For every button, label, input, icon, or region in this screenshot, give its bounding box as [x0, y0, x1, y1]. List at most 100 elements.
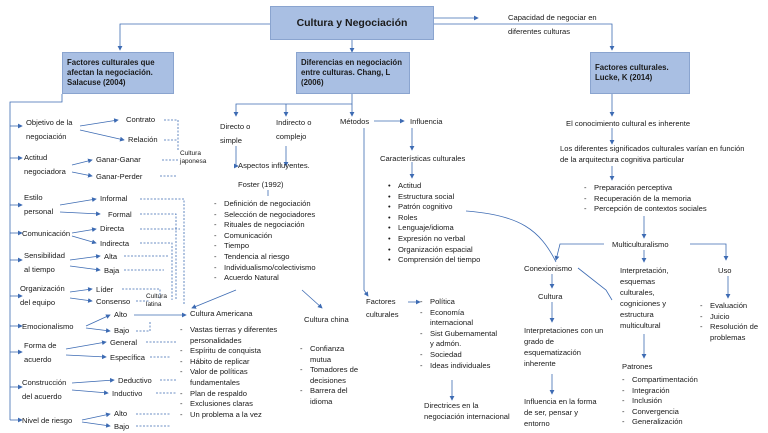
option-emo-bajo: Bajo: [114, 326, 130, 335]
americana-list: Vastas tierras y diferentes personalidad…: [180, 325, 290, 420]
uso-list: Evaluación Juicio Resolución de problema…: [700, 301, 760, 343]
caract-item: Patrón cognitivo: [388, 202, 480, 213]
patron-item: Convergencia: [622, 407, 698, 418]
china-item: Tomadores de decisiones: [300, 365, 360, 386]
option-ganar-ganar: Ganar-Ganar: [96, 155, 141, 164]
influencia-forma: Influencia en la forma de ser, pensar y …: [524, 397, 597, 428]
option-formal: Formal: [108, 210, 132, 219]
caract-item: Expresión no verbal: [388, 234, 480, 245]
caract-item: Roles: [388, 213, 480, 224]
patrones: Patrones: [622, 362, 653, 371]
prep-item: Preparación perceptiva: [584, 183, 707, 194]
main-title: Cultura y Negociación: [270, 6, 434, 40]
option-contrato: Contrato: [126, 115, 156, 124]
factores-list: Política Economía internacional Sist Gub…: [420, 297, 502, 371]
directrices: Directrices en la negociación internacio…: [424, 401, 510, 421]
foster-item: Rituales de negociación: [214, 220, 316, 231]
significados-culturales: Los diferentes significados culturales v…: [560, 144, 745, 164]
cultura-china-label: Cultura china: [304, 315, 349, 324]
factor-forma-acuerdo: Forma de acuerdo: [24, 341, 57, 364]
option-deductivo: Deductivo: [118, 376, 152, 385]
foster-item: Definición de negociación: [214, 199, 316, 210]
patron-item: Integración: [622, 386, 698, 397]
factor-actitud: Actitud negociadora: [24, 153, 66, 176]
option-especifica: Específica: [110, 353, 146, 362]
interpretaciones-esquematizacion: Interpretaciones con un grado de esquema…: [524, 326, 604, 368]
factor-sensibilidad: Sensibilidad al tiempo: [24, 251, 65, 274]
americana-item: Valor de políticas fundamentales: [180, 367, 290, 388]
uso-item: Resolución de problemas: [700, 322, 760, 343]
option-lider: Líder: [96, 285, 114, 294]
option-consenso: Consenso: [96, 297, 131, 306]
option-relacion: Relación: [128, 135, 158, 144]
uso-item: Evaluación: [700, 301, 760, 312]
patron-item: Compartimentación: [622, 375, 698, 386]
factor-comunicacion: Comunicación: [22, 229, 71, 238]
prep-item: Percepción de contextos sociales: [584, 204, 707, 215]
foster-item: Tiempo: [214, 241, 316, 252]
factor-item: Política: [420, 297, 502, 308]
foster-item: Individualismo/colectivismo: [214, 263, 316, 274]
china-item: Barrera del idioma: [300, 386, 360, 407]
option-general: General: [110, 338, 138, 347]
foster-list: Definición de negociación Selección de n…: [214, 199, 316, 284]
americana-item: Espíritu de conquista: [180, 346, 290, 357]
option-directa: Directa: [100, 224, 125, 233]
caract-item: Lenguaje/idioma: [388, 223, 480, 234]
caract-item: Comprensión del tiempo: [388, 255, 480, 266]
interpretacion-esquemas: Interpretación, esquemas culturales, cog…: [620, 266, 669, 330]
foster-item: Selección de negociadores: [214, 210, 316, 221]
china-item: Confianza mutua: [300, 344, 360, 365]
china-list: Confianza mutua Tomadores de decisiones …: [300, 344, 360, 408]
americana-item: Hábito de replicar: [180, 357, 290, 368]
option-inductivo: Inductivo: [112, 389, 143, 398]
factor-item: Economía internacional: [420, 308, 502, 329]
americana-item: Vastas tierras y diferentes personalidad…: [180, 325, 290, 346]
uso: Uso: [718, 266, 732, 275]
factor-nivel-riesgo: Nivel de riesgo: [22, 416, 73, 425]
option-emo-alto: Alto: [114, 310, 128, 319]
preparacion-list: Preparación perceptiva Recuperación de l…: [584, 183, 707, 215]
cultura-japonesa-label: Cultura japonesa: [180, 150, 207, 165]
caract-item: Estructura social: [388, 192, 480, 203]
option-baja: Baja: [104, 266, 120, 275]
caract-item: Actitud: [388, 181, 480, 192]
cultura-latina-label: Cultura latina: [146, 293, 167, 308]
metodos: Métodos: [340, 117, 370, 126]
indirecto-complejo: Indirecto o complejo: [276, 118, 312, 141]
caract-item: Organización espacial: [388, 245, 480, 256]
factor-organizacion: Organización del equipo: [20, 284, 65, 307]
americana-item: Exclusiones claras: [180, 399, 290, 410]
americana-item: Un problema a la vez: [180, 410, 290, 421]
foster-item: Acuerdo Natural: [214, 273, 316, 284]
multiculturalismo: Multiculturalismo: [612, 240, 669, 249]
option-informal: Informal: [100, 194, 128, 203]
salacuse-header: Factores culturales que afectan la negoc…: [62, 52, 174, 94]
factor-item: Sist Gubernamental y admón.: [420, 329, 502, 350]
capacidad-text: Capacidad de negociar en diferentes cult…: [508, 13, 597, 36]
foster-item: Comunicación: [214, 231, 316, 242]
foster-item: Tendencia al riesgo: [214, 252, 316, 263]
patron-item: Generalización: [622, 417, 698, 428]
foster-ref: Foster (1992): [238, 180, 284, 189]
lucke-header: Factores culturales. Lucke, K (2014): [590, 52, 690, 94]
option-riesgo-alto: Alto: [114, 409, 128, 418]
prep-item: Recuperación de la memoria: [584, 194, 707, 205]
conocimiento-inherente: El conocimiento cultural es inherente: [566, 119, 691, 128]
cultura-americana-label: Cultura Americana: [190, 309, 253, 318]
patron-item: Inclusión: [622, 396, 698, 407]
caracteristicas-list: Actitud Estructura social Patrón cogniti…: [388, 181, 480, 266]
factor-construccion: Construcción del acuerdo: [22, 378, 67, 401]
option-indirecta: Indirecta: [100, 239, 130, 248]
option-riesgo-bajo: Bajo: [114, 422, 130, 431]
chang-header: Diferencias en negociación entre cultura…: [296, 52, 410, 94]
aspectos-influyentes: Aspectos influyentes.: [238, 161, 310, 170]
conexionismo: Conexionismo: [524, 264, 573, 273]
patrones-list: Compartimentación Integración Inclusión …: [622, 375, 698, 428]
factores-culturales: Factores culturales: [366, 297, 399, 319]
cultura-label: Cultura: [538, 292, 563, 301]
directo-simple: Directo o simple: [220, 122, 251, 145]
option-alta: Alta: [104, 252, 118, 261]
factor-emocionalismo: Emocionalismo: [22, 322, 74, 331]
